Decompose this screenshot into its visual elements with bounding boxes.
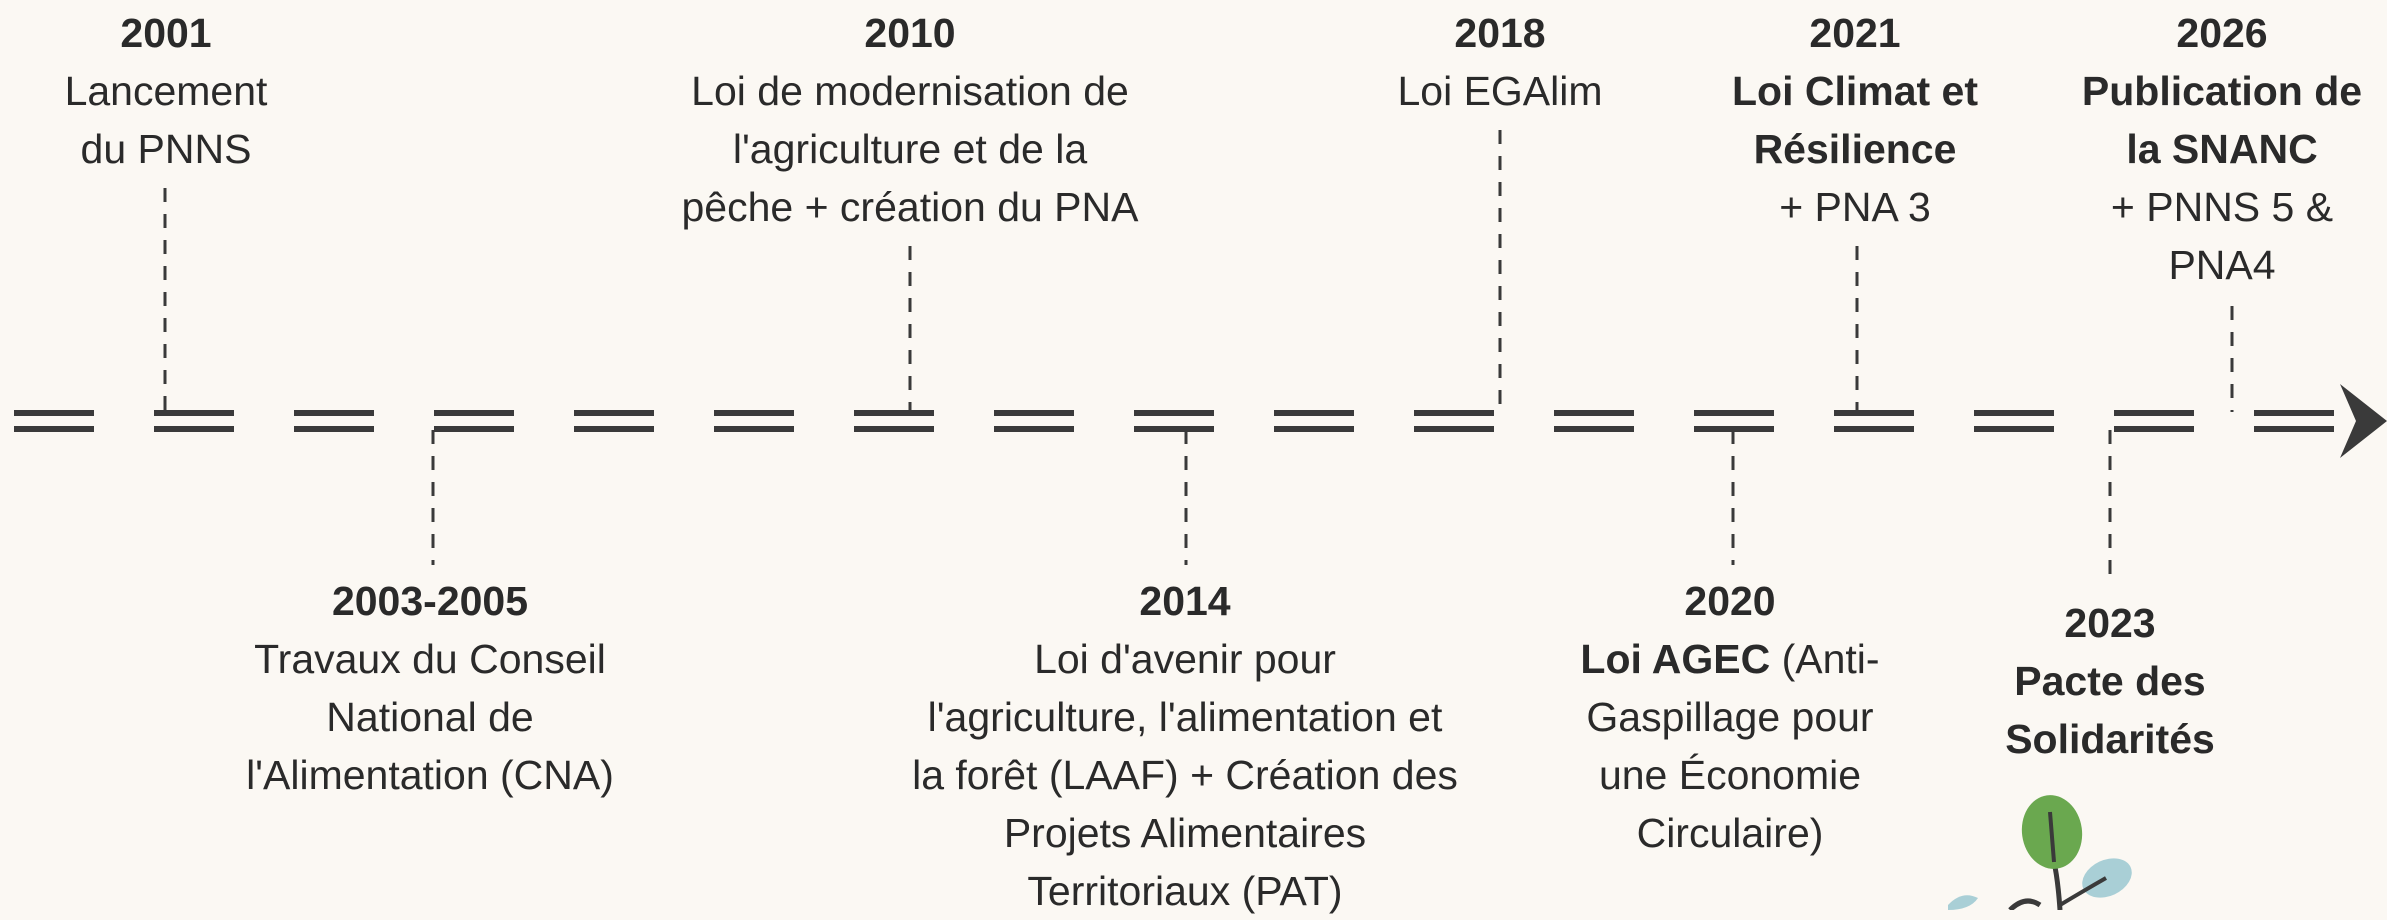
event-2020: 2020 Loi AGEC (Anti- Gaspillage pour une É… [1540,572,1920,862]
event-connectors [163,130,2234,580]
event-text-segment: Travaux du Conseil [254,636,606,682]
event-text-line: Loi Climat et [1690,62,2020,120]
event-text-segment: du PNNS [80,126,252,172]
event-text-line: Gaspillage pour [1540,688,1920,746]
event-description: Loi AGEC (Anti- Gaspillage pour une Économ… [1540,630,1920,862]
event-text-segment: la SNANC [2126,126,2318,172]
event-year: 2026 [2176,10,2268,56]
event-text-line: National de [200,688,660,746]
event-text-line: la SNANC [2057,120,2387,178]
event-year: 2018 [1454,10,1546,56]
event-text-segment: Projets Alimentaires [1003,810,1367,856]
event-text-segment: + PNNS 5 & [2110,184,2334,230]
event-text-segment: la forêt (LAAF) + Création des [912,752,1458,798]
event-text-line: PNA4 [2057,236,2387,294]
plant-sprout-icon [1948,795,2132,910]
event-description: Loi de modernisation de l'agriculture et … [640,62,1180,236]
event-text-segment: Résilience [1753,126,1957,172]
event-text-segment: National de [326,694,534,740]
event-text-segment: Gaspillage pour [1586,694,1874,740]
event-text-segment: Loi Climat et [1731,68,1979,114]
event-2001: 2001 Lancement du PNNS [46,4,286,178]
event-year: 2001 [120,10,212,56]
event-year: 2003-2005 [331,578,529,624]
event-text-line: Pacte des [1960,652,2260,710]
event-text-segment: Loi AGEC [1580,636,1771,682]
event-text-segment: une Économie [1598,752,1862,798]
event-text-line: du PNNS [46,120,286,178]
event-text-line: Loi EGAlim [1360,62,1640,120]
event-description: Loi Climat et Résilience + PNA 3 [1690,62,2020,236]
event-description: Loi d'avenir pour l'agriculture, l'alimen… [870,630,1500,920]
event-text-segment: (Anti- [1770,636,1880,682]
event-text-segment: Loi de modernisation de [691,68,1129,114]
event-text-segment: l'Alimentation (CNA) [246,752,614,798]
event-text-line: l'agriculture, l'alimentation et [870,688,1500,746]
event-text-line: Solidarités [1960,710,2260,768]
event-text-line: + PNA 3 [1690,178,2020,236]
event-text-line: Loi de modernisation de [640,62,1180,120]
event-description: Loi EGAlim [1360,62,1640,120]
event-text-line: l'agriculture et de la [640,120,1180,178]
event-2026: 2026 Publication de la SNANC + PNNS 5 & PNA… [2057,4,2387,294]
event-text-line: Projets Alimentaires [870,804,1500,862]
event-text-segment: Loi EGAlim [1397,68,1603,114]
event-text-line: Territoriaux (PAT) [870,862,1500,920]
event-text-line: Travaux du Conseil [200,630,660,688]
event-text-segment: Lancement [64,68,268,114]
event-text-segment: pêche + création du PNA [681,184,1139,230]
event-text-line: une Économie [1540,746,1920,804]
event-text-line: Loi AGEC (Anti- [1540,630,1920,688]
event-text-segment: Circulaire) [1636,810,1824,856]
event-text-segment: l'agriculture et de la [732,126,1088,172]
event-2021: 2021 Loi Climat et Résilience + PNA 3 [1690,4,2020,236]
event-text-line: Publication de [2057,62,2387,120]
event-2014: 2014 Loi d'avenir pour l'agriculture, l'a… [870,572,1500,920]
event-2018: 2018 Loi EGAlim [1360,4,1640,120]
event-text-segment: + PNA 3 [1779,184,1931,230]
event-text-line: la forêt (LAAF) + Création des [870,746,1500,804]
event-text-line: Loi d'avenir pour [870,630,1500,688]
event-text-line: Circulaire) [1540,804,1920,862]
event-text-segment: l'agriculture, l'alimentation et [927,694,1443,740]
event-text-segment: Territoriaux (PAT) [1027,868,1343,914]
event-text-segment: Publication de [2081,68,2363,114]
event-text-line: Résilience [1690,120,2020,178]
timeline-axis [14,410,2334,432]
event-text-line: pêche + création du PNA [640,178,1180,236]
event-text-line: + PNNS 5 & [2057,178,2387,236]
event-year: 2010 [864,10,956,56]
event-2010: 2010 Loi de modernisation de l'agricultur… [640,4,1180,236]
event-year: 2023 [2064,600,2156,646]
event-text-segment: Loi d'avenir pour [1034,636,1336,682]
event-description: Lancement du PNNS [46,62,286,178]
event-text-segment: PNA4 [2168,242,2276,288]
event-description: Publication de la SNANC + PNNS 5 & PNA4 [2057,62,2387,294]
arrow-right-icon [2340,384,2387,458]
event-text-segment: Pacte des [2014,658,2206,704]
event-text-segment: Solidarités [2005,716,2215,762]
event-year: 2020 [1684,578,1776,624]
event-year: 2014 [1139,578,1231,624]
event-text-line: Lancement [46,62,286,120]
event-year: 2021 [1809,10,1901,56]
event-text-line: l'Alimentation (CNA) [200,746,660,804]
